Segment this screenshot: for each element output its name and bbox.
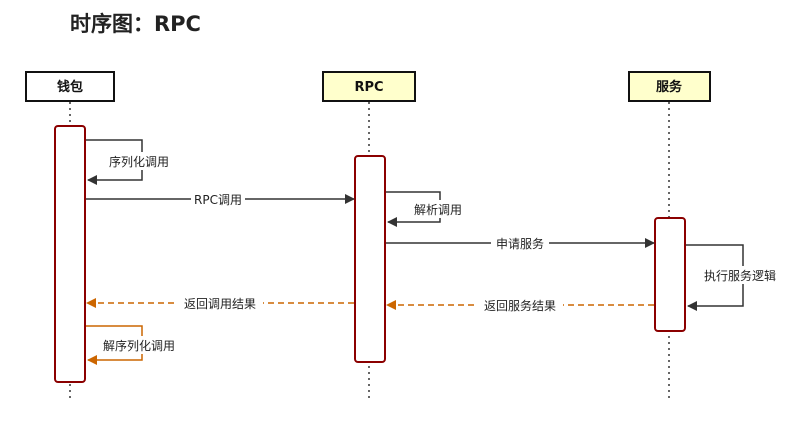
message-execute: 执行服务逻辑 [686,244,784,311]
message-rpc-call: RPC调用 [86,191,355,207]
participant-service-label: 服务 [656,79,683,95]
participant-service: 服务 [628,71,711,102]
message-parse-label: 解析调用 [414,203,462,217]
message-deserialize-label: 解序列化调用 [103,338,175,353]
message-request-label: 申请服务 [496,236,544,251]
message-request: 申请服务 [386,235,655,251]
participant-wallet: 钱包 [25,71,115,102]
participant-rpc: RPC [322,71,416,102]
page-title: 时序图：RPC [70,12,201,36]
activation-rpc [354,155,386,363]
message-parse: 解析调用 [386,191,470,227]
message-return-call-label: 返回调用结果 [184,297,256,311]
message-return-service: 返回服务结果 [386,297,654,313]
participant-rpc-label: RPC [354,80,383,95]
message-serialize: 序列化调用 [86,139,185,185]
participant-wallet-label: 钱包 [57,79,83,95]
message-serialize-label: 序列化调用 [109,154,169,169]
activation-service [654,217,686,332]
message-return-service-label: 返回服务结果 [484,298,556,313]
activation-wallet [54,125,86,383]
message-return-call: 返回调用结果 [86,295,354,311]
message-execute-label: 执行服务逻辑 [704,268,776,283]
message-deserialize: 解序列化调用 [86,325,185,365]
message-rpc-call-label: RPC调用 [194,193,242,207]
